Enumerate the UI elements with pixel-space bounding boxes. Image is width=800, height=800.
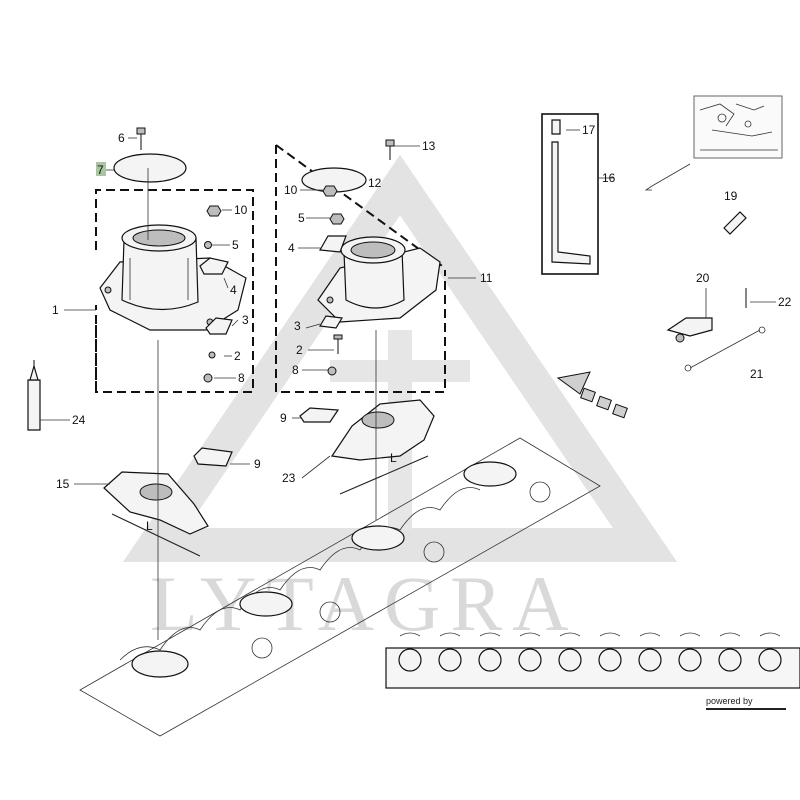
callout-11[interactable]: 11 bbox=[480, 271, 493, 285]
rotation-diagram bbox=[385, 632, 800, 689]
inset-thumbnail[interactable] bbox=[693, 95, 783, 159]
grease-tube[interactable] bbox=[27, 360, 41, 431]
dimension-label-right: L bbox=[390, 451, 397, 465]
skid-bar-group[interactable] bbox=[541, 113, 599, 275]
blade-carrier-right[interactable] bbox=[330, 399, 435, 461]
callout-6[interactable]: 6 bbox=[118, 131, 125, 145]
watermark-text: LYTAGRA bbox=[150, 560, 579, 647]
callout-15[interactable]: 15 bbox=[56, 477, 70, 491]
callout-24[interactable]: 24 bbox=[72, 413, 86, 427]
callout-5-left[interactable]: 5 bbox=[232, 238, 239, 252]
callout-7[interactable]: 7 bbox=[97, 163, 104, 177]
hardware-parts bbox=[113, 127, 395, 467]
callout-13[interactable]: 13 bbox=[422, 139, 436, 153]
callout-12[interactable]: 12 bbox=[368, 176, 382, 190]
callout-4-right[interactable]: 4 bbox=[288, 241, 295, 255]
callout-8-right[interactable]: 8 bbox=[292, 363, 299, 377]
group-right-frame bbox=[275, 144, 446, 393]
cutter-bar[interactable] bbox=[79, 437, 601, 737]
dimension-label-left: L bbox=[146, 519, 153, 533]
callout-8-left[interactable]: 8 bbox=[238, 371, 245, 385]
bolt-icon bbox=[136, 127, 146, 135]
callout-2-right[interactable]: 2 bbox=[296, 343, 303, 357]
small-parts-right[interactable] bbox=[644, 163, 766, 372]
blade-carrier-left[interactable] bbox=[103, 471, 209, 535]
callout-21[interactable]: 21 bbox=[750, 367, 764, 381]
callout-4-left[interactable]: 4 bbox=[230, 283, 237, 297]
callout-9-bottom[interactable]: 9 bbox=[254, 457, 261, 471]
callout-labels: 1 2 2 3 3 4 4 5 5 6 7 8 8 9 9 10 10 11 1… bbox=[52, 123, 792, 491]
dimension-lines: L L bbox=[111, 451, 429, 557]
callout-3-right[interactable]: 3 bbox=[294, 319, 301, 333]
callout-23[interactable]: 23 bbox=[282, 471, 296, 485]
callout-9-top[interactable]: 9 bbox=[280, 411, 287, 425]
callout-19[interactable]: 19 bbox=[724, 189, 738, 203]
disc-housing-right[interactable] bbox=[317, 236, 441, 323]
group-left-frame bbox=[95, 189, 254, 393]
gasket-ring bbox=[113, 153, 187, 183]
direction-arrow-icon bbox=[556, 371, 628, 419]
callout-3-left[interactable]: 3 bbox=[242, 313, 249, 327]
disc-housing-left[interactable] bbox=[99, 224, 247, 331]
leader-lines bbox=[40, 129, 776, 485]
callout-17[interactable]: 17 bbox=[582, 123, 596, 137]
callout-20[interactable]: 20 bbox=[696, 271, 710, 285]
powered-by-underline bbox=[706, 708, 786, 710]
disc-row bbox=[398, 648, 782, 672]
assembly-axes bbox=[147, 168, 377, 640]
callout-2-left[interactable]: 2 bbox=[234, 349, 241, 363]
callout-1[interactable]: 1 bbox=[52, 303, 59, 317]
callout-10-right[interactable]: 10 bbox=[284, 183, 298, 197]
callout-5-right[interactable]: 5 bbox=[298, 211, 305, 225]
highlight-marker bbox=[96, 162, 106, 176]
callout-10-left[interactable]: 10 bbox=[234, 203, 248, 217]
powered-by-label: powered by bbox=[706, 696, 753, 706]
callout-22[interactable]: 22 bbox=[778, 295, 792, 309]
callout-16[interactable]: 16 bbox=[602, 171, 616, 185]
